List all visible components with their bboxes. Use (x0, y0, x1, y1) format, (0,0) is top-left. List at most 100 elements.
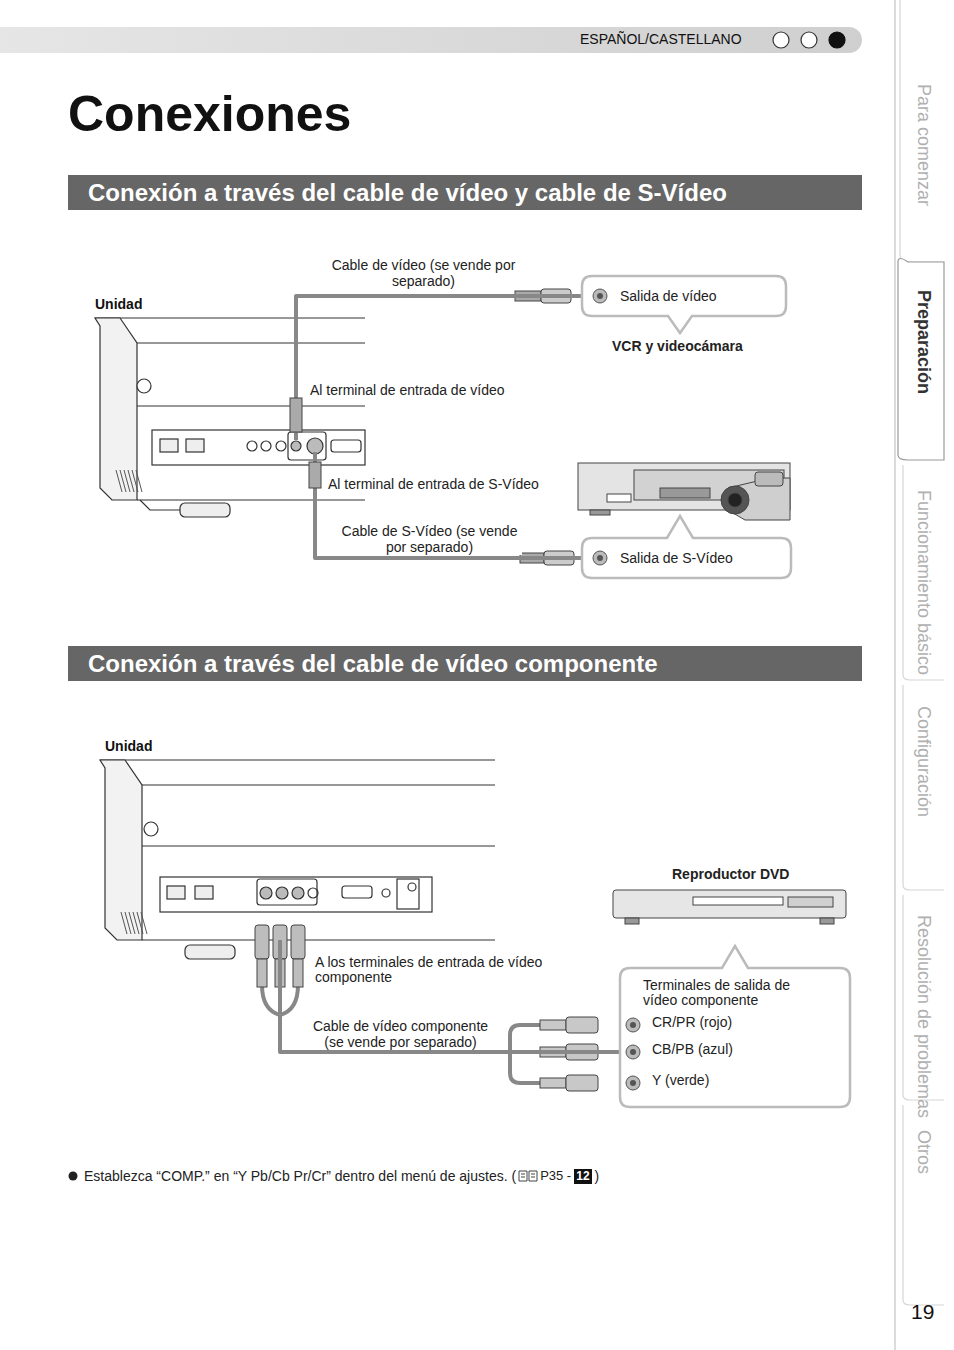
note-text: ) (595, 1168, 600, 1184)
drawing-part (180, 503, 230, 517)
drawing-part (593, 289, 607, 303)
drawing-part (903, 465, 944, 680)
drawing-part (626, 1076, 640, 1090)
chapter-tab: Funcionamiento básico (903, 468, 943, 673)
tab-label: Configuración (913, 706, 934, 817)
drawing-part (900, 0, 944, 1305)
unit-heading: Unidad (95, 296, 142, 312)
drawing-part (397, 879, 419, 909)
projector-unit: Unidad (100, 760, 495, 940)
drawing-part (137, 379, 151, 393)
drawing-part (257, 959, 267, 987)
drawing-part (898, 259, 944, 461)
note-text: Establezca “COMP.” en “Y Pb/Cb Pr/Cr” de… (84, 1168, 516, 1184)
drawing-part (288, 432, 326, 460)
drawing-part (100, 760, 495, 959)
drawing-part (136, 470, 142, 492)
drawing-part (630, 1049, 636, 1055)
terminal-label: CR/PR (rojo) (652, 1015, 732, 1030)
drawing-part (331, 440, 361, 452)
drawing-part (307, 438, 323, 454)
callout-label: VCR y videocámara (612, 339, 743, 354)
drawing-part (693, 897, 783, 905)
drawing-part (626, 1018, 640, 1032)
drawing-part (309, 462, 321, 488)
drawing-part (801, 32, 817, 48)
book-icon (517, 1169, 539, 1183)
output-label: Salida de S-Vídeo (582, 538, 791, 578)
drawing-part (382, 889, 390, 897)
drawing-part (613, 890, 846, 924)
drawing-part (408, 883, 416, 891)
drawing-part (607, 494, 631, 502)
callout-label: Al terminal de entrada de S-Vídeo (328, 477, 539, 492)
terminal-label: CB/PB (azul) (652, 1042, 733, 1057)
drawing-part (566, 1075, 598, 1091)
drawing-part (262, 985, 280, 1015)
drawing-part (95, 318, 365, 500)
drawing-part (185, 945, 235, 959)
drawing-part (630, 1080, 636, 1086)
callout-label: Reproductor DVD (672, 867, 789, 882)
section-band: Conexión a través del cable de vídeo com… (68, 646, 862, 681)
page-title: Conexiones (68, 86, 351, 142)
callout-number: 12 (574, 1169, 591, 1184)
drawing-part (342, 886, 372, 898)
output-label: Salida de vídeo (582, 276, 786, 316)
drawing-part (257, 879, 317, 905)
drawing-part (100, 760, 495, 940)
drawing-part (590, 510, 610, 515)
drawing-part (121, 912, 147, 934)
chapter-tab: Resolución de problemas (903, 893, 943, 1095)
drawing-part (578, 463, 790, 520)
cable-label: Cable de vídeo (se vende por separado) (331, 257, 516, 289)
section-band: Conexión a través del cable de vídeo y c… (68, 175, 862, 210)
drawing-part (261, 441, 271, 451)
drawing-part (292, 887, 304, 899)
drawing-part (195, 886, 213, 899)
drawing-part (582, 516, 791, 578)
drawing-part (308, 888, 318, 898)
drawing-part (820, 918, 834, 924)
drawing-part (280, 985, 298, 1015)
projector-unit: Unidad (95, 318, 365, 510)
chapter-tab: Preparación (903, 268, 943, 454)
drawing-part (597, 293, 603, 299)
terminal-label: Y (verde) (652, 1073, 709, 1088)
drawing-part (260, 887, 272, 899)
drawing-part (755, 472, 783, 486)
drawing-part (626, 1045, 640, 1059)
language-label: ESPAÑOL/CASTELLANO (580, 32, 742, 47)
drawing-part (144, 822, 158, 836)
output-callout: Salida de vídeo (582, 276, 786, 316)
tab-label: Para comenzar (913, 84, 934, 206)
output-callout: Salida de S-Vídeo (582, 538, 791, 578)
drawing-part (167, 886, 185, 899)
drawing-part (0, 27, 862, 53)
output-callout: Terminales de salida de vídeo componente… (620, 968, 850, 1107)
drawing-part (116, 470, 142, 492)
bullet (68, 1170, 84, 1182)
section-heading: Conexión a través del cable de vídeo com… (88, 646, 842, 681)
drawing-part (160, 439, 178, 452)
chapter-tab: Para comenzar (903, 62, 943, 257)
note-row: Establezca “COMP.” en “Y Pb/Cb Pr/Cr” de… (68, 1168, 599, 1184)
drawing-part (773, 32, 789, 48)
drawing-part (903, 1105, 944, 1305)
drawing-part (625, 918, 639, 924)
drawing-part (141, 912, 147, 934)
drawing-part (95, 318, 137, 500)
callout-heading: Terminales de salida de vídeo componente (643, 978, 818, 1008)
drawing-part (291, 441, 301, 451)
drawing-part (630, 1022, 636, 1028)
drawing-part (160, 877, 432, 912)
drawing-part (540, 1078, 566, 1088)
drawing-part (597, 555, 603, 561)
cable-connector (296, 296, 582, 318)
tab-label: Otros (913, 1130, 934, 1174)
tab-label: Resolución de problemas (913, 915, 934, 1118)
chapter-tab: Configuración (903, 684, 943, 884)
drawing-part (620, 946, 850, 1107)
drawing-part (95, 318, 365, 517)
